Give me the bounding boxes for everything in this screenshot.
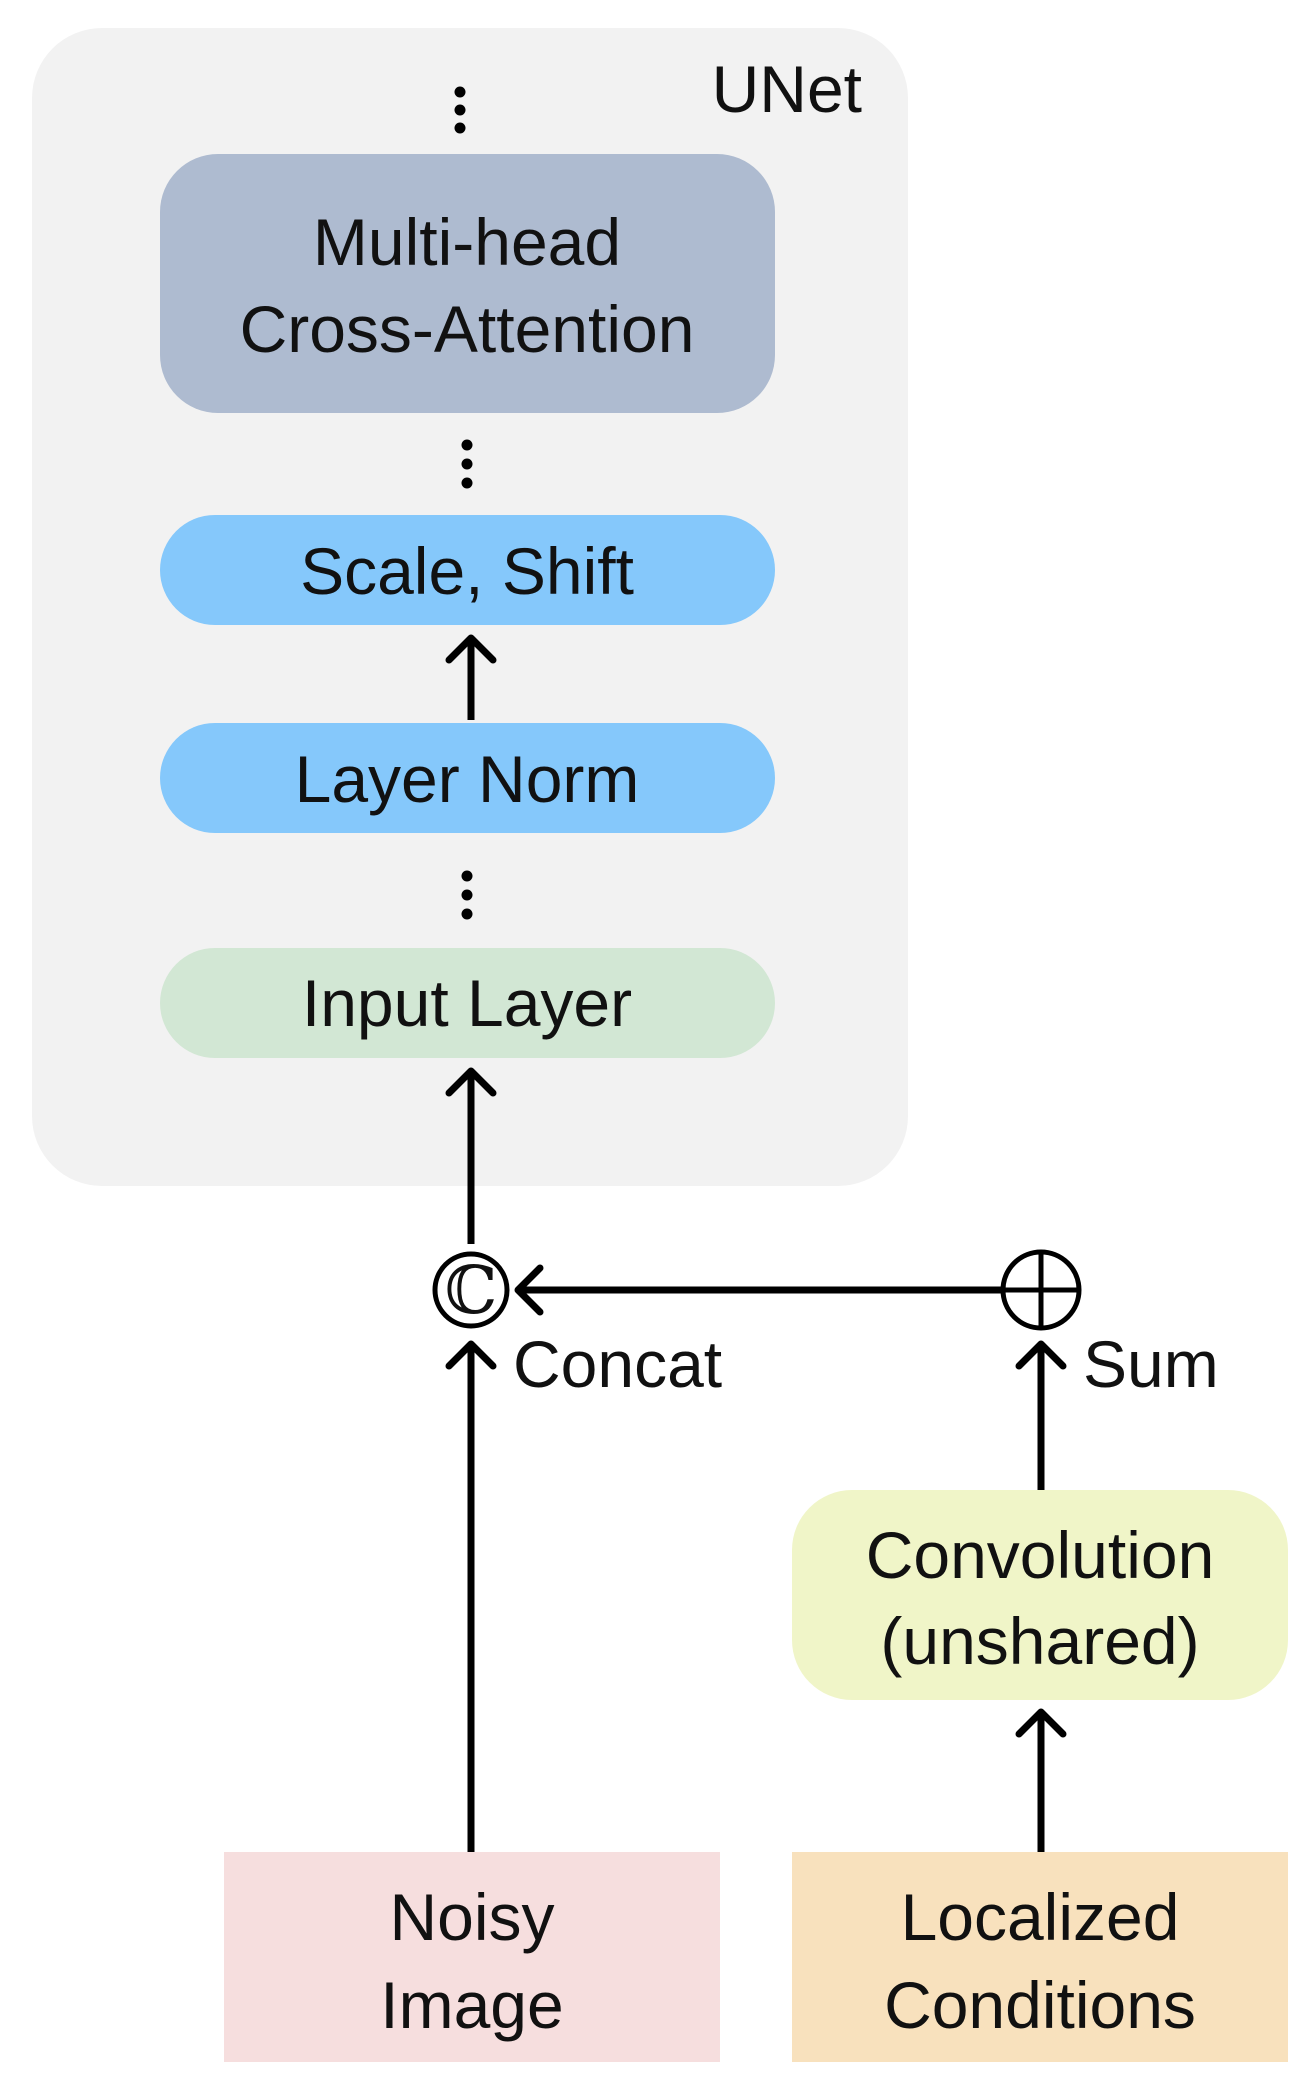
concat-symbol: ℂ <box>445 1252 498 1329</box>
localized-conditions-line2: Conditions <box>884 1968 1196 2042</box>
cross-attention-line1: Multi-head <box>313 205 621 279</box>
unet-label: UNet <box>712 52 862 126</box>
concat-operator-icon <box>432 1251 510 1329</box>
arrow-up-icon <box>445 1340 497 1370</box>
convolution-line2: (unshared) <box>880 1604 1199 1678</box>
sum-label: Sum <box>1083 1327 1219 1401</box>
arrow-up-icon <box>1015 1708 1067 1738</box>
layer-norm-block <box>160 723 775 833</box>
noisy-image-line1: Noisy <box>389 1880 554 1954</box>
arrow-up-icon <box>445 634 497 664</box>
arrow-up-icon <box>445 1067 497 1097</box>
cross-attention-block <box>160 154 775 413</box>
arrow-up-icon <box>1015 1340 1067 1370</box>
ellipsis-lower-icon <box>461 870 473 920</box>
convolution-line1: Convolution <box>866 1518 1215 1592</box>
localized-conditions-block <box>792 1852 1288 2062</box>
localized-conditions-line1: Localized <box>901 1880 1180 1954</box>
convolution-block <box>792 1490 1288 1700</box>
ellipsis-top-icon <box>454 86 466 134</box>
noisy-image-line2: Image <box>380 1968 563 2042</box>
scale-shift-label: Scale, Shift <box>300 534 634 608</box>
layer-norm-label: Layer Norm <box>295 742 640 816</box>
noisy-image-block <box>224 1852 720 2062</box>
concat-label: Concat <box>513 1327 722 1401</box>
input-layer-label: Input Layer <box>302 966 632 1040</box>
ellipsis-middle-icon <box>461 439 473 489</box>
scale-shift-block <box>160 515 775 625</box>
input-layer-block <box>160 948 775 1058</box>
arrow-left-icon <box>514 1264 544 1316</box>
cross-attention-line2: Cross-Attention <box>240 292 695 366</box>
